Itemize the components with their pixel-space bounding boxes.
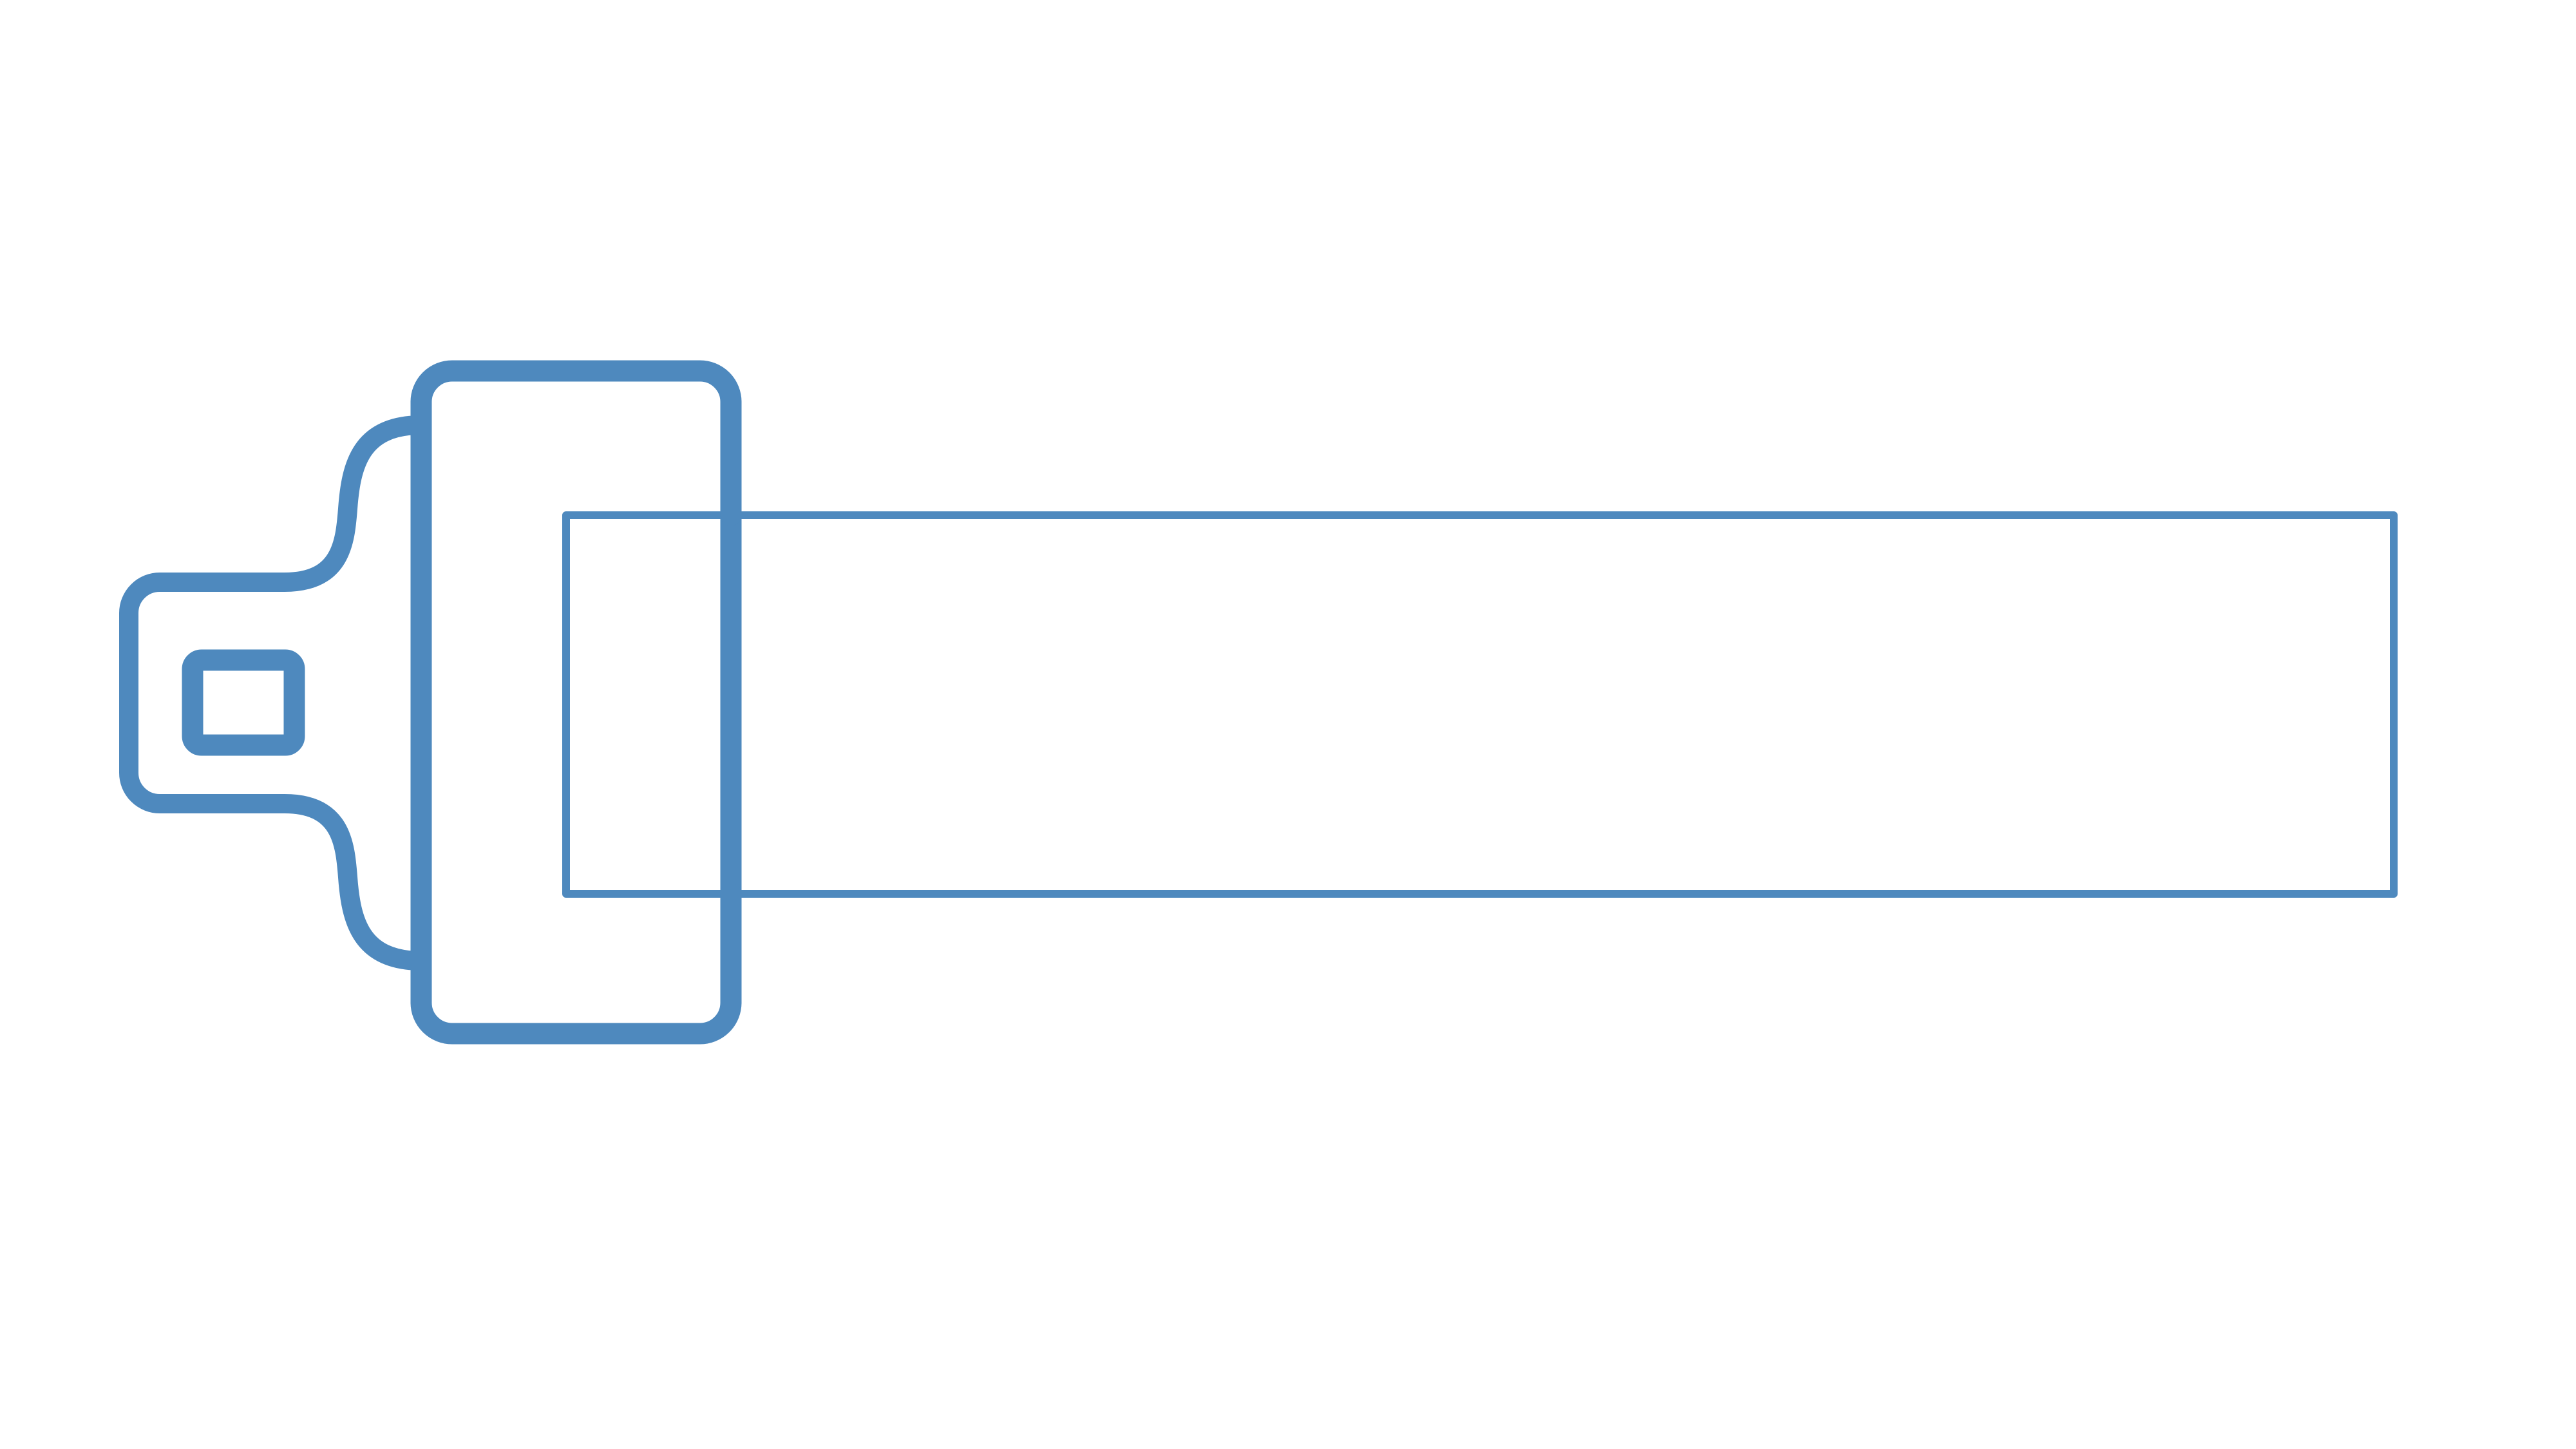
- bolt-shank-outline: [562, 511, 2398, 898]
- square-neck-hole-outline: [182, 649, 305, 756]
